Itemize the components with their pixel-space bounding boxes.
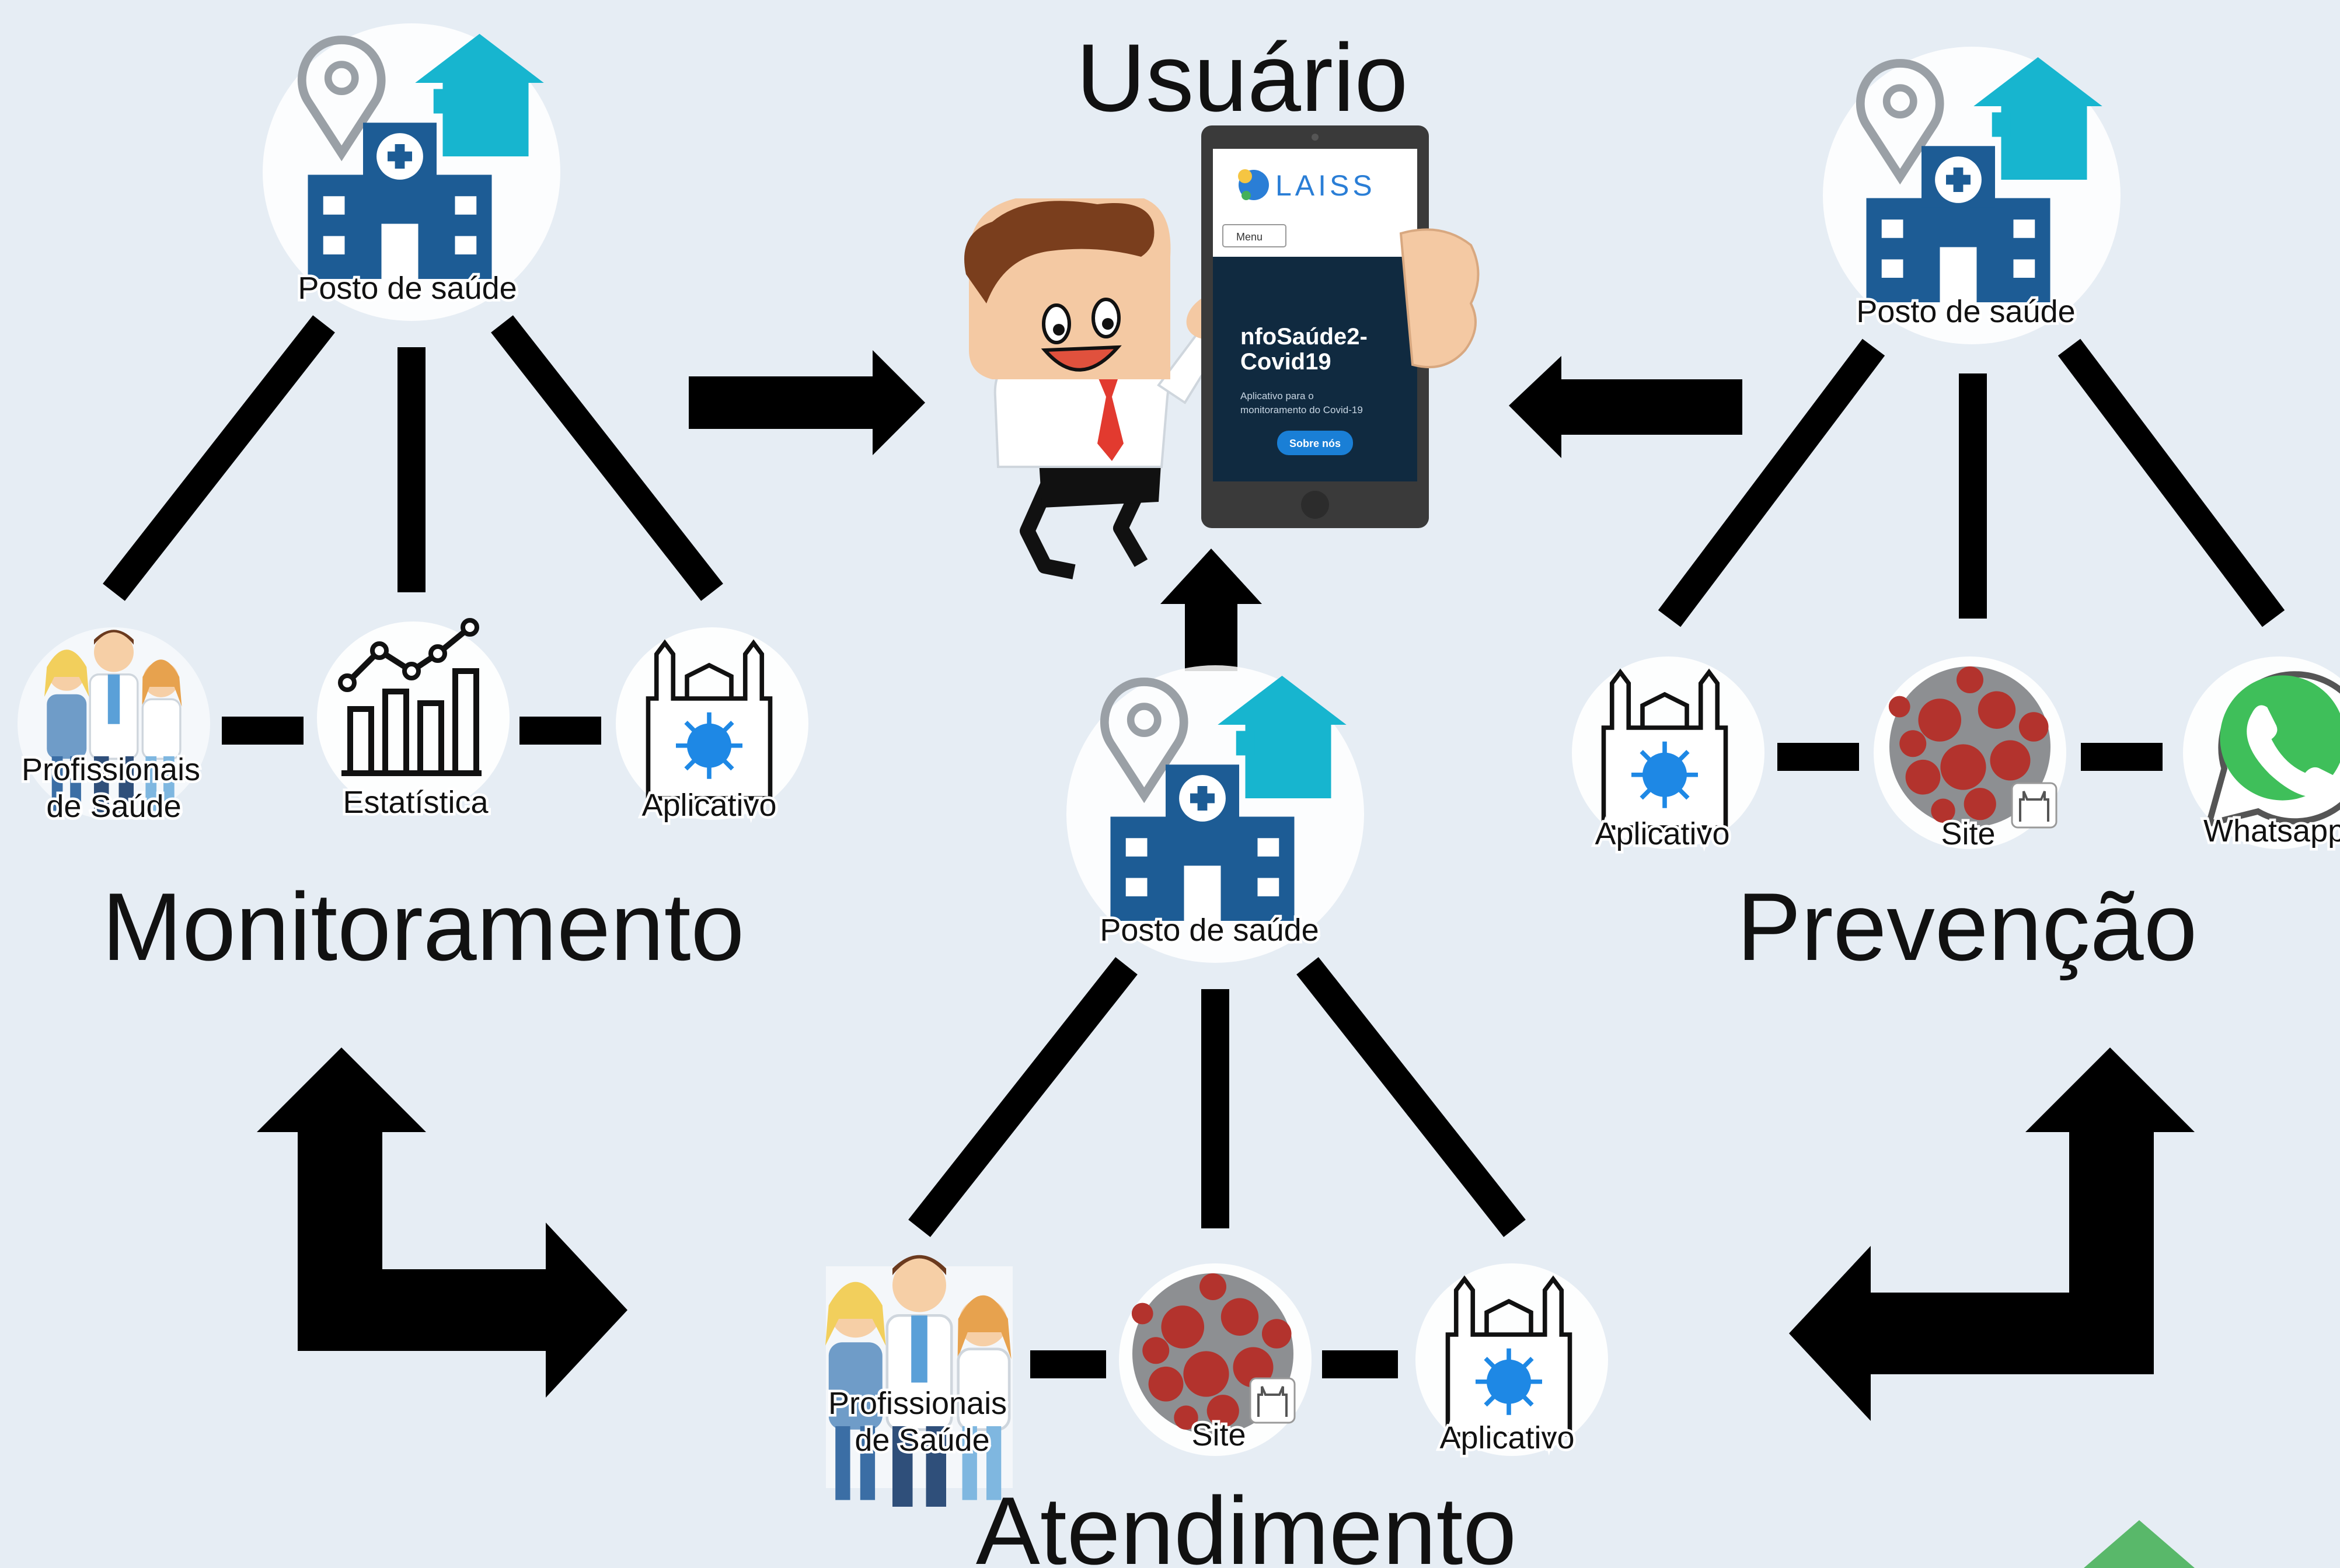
estatistica-label: Estatística [343,785,489,820]
phone-headline-2: Covid19 [1240,349,1331,375]
app-icon [648,643,770,798]
node-profissionais-monitoramento: Profissionais de Saúde [18,627,210,827]
node-aplicativo-prevencao: Aplicativo [1572,656,1764,854]
site-badge-icon [2011,782,2057,829]
node-estatistica: Estatística [317,620,510,823]
app-icon [1448,1279,1570,1434]
app-icon [1604,672,1726,827]
label-monitoramento: Monitoramento [102,873,745,980]
title-usuario: Usuário [1076,24,1408,131]
posto-prevencao: Posto de saúde [1823,47,2121,344]
posto-label: Posto de saúde [298,271,517,306]
posto-monitoramento: Posto de saúde [263,23,560,321]
aplicativo-label: Aplicativo [641,788,776,823]
decorative-triangle [2084,1520,2195,1568]
profissionais-label-2: de Saúde [46,789,181,824]
node-profissionais-atendimento: Profissionais de Saúde [825,1255,1013,1507]
phone-menu: Menu [1236,231,1263,243]
aplicativo-label: Aplicativo [1595,816,1729,851]
arrow-right [689,350,925,455]
connector-lines [103,315,2285,1378]
profissionais-label-2: de Saúde [855,1423,989,1458]
arrow-up [1160,549,1262,671]
phone-subtitle-1: Aplicativo para o [1240,390,1314,401]
phone-subtitle-2: monitoramento do Covid-19 [1240,404,1363,415]
arrow-corner-left [257,1047,627,1398]
whatsapp-label: Whatsapp [2203,813,2340,848]
site-badge-icon [1249,1377,1296,1424]
label-prevencao: Prevenção [1737,873,2198,980]
phone-about-button: Sobre nós [1289,438,1341,449]
user-illustration [964,198,1248,579]
phone-mockup: LAISS Menu nfoSaúde2- Covid19 Aplicativo… [1201,125,1480,528]
site-label: Site [1191,1417,1246,1452]
profissionais-label-1: Profissionais [22,752,200,787]
profissionais-label-1: Profissionais [828,1386,1007,1421]
phone-headline-1: nfoSaúde2- [1240,324,1368,350]
node-site-prevencao: Site [1874,656,2066,854]
posto-atendimento: Posto de saúde [1066,665,1364,963]
arrow-corner-right [1789,1047,2195,1421]
flow-arrows [257,350,2195,1421]
node-aplicativo-atendimento: Aplicativo [1415,1263,1608,1458]
label-atendimento: Atendimento [976,1477,1516,1568]
posto-label: Posto de saúde [1856,294,2075,329]
arrow-left [1509,356,1742,458]
site-label: Site [1941,816,1995,851]
node-aplicativo-monitoramento: Aplicativo [616,627,808,826]
posto-label: Posto de saúde [1100,913,1319,948]
aplicativo-label: Aplicativo [1439,1420,1574,1455]
node-site-atendimento: Site [1119,1263,1312,1456]
node-whatsapp: Whatsapp [2183,656,2340,851]
phone-brand: LAISS [1275,169,1376,202]
